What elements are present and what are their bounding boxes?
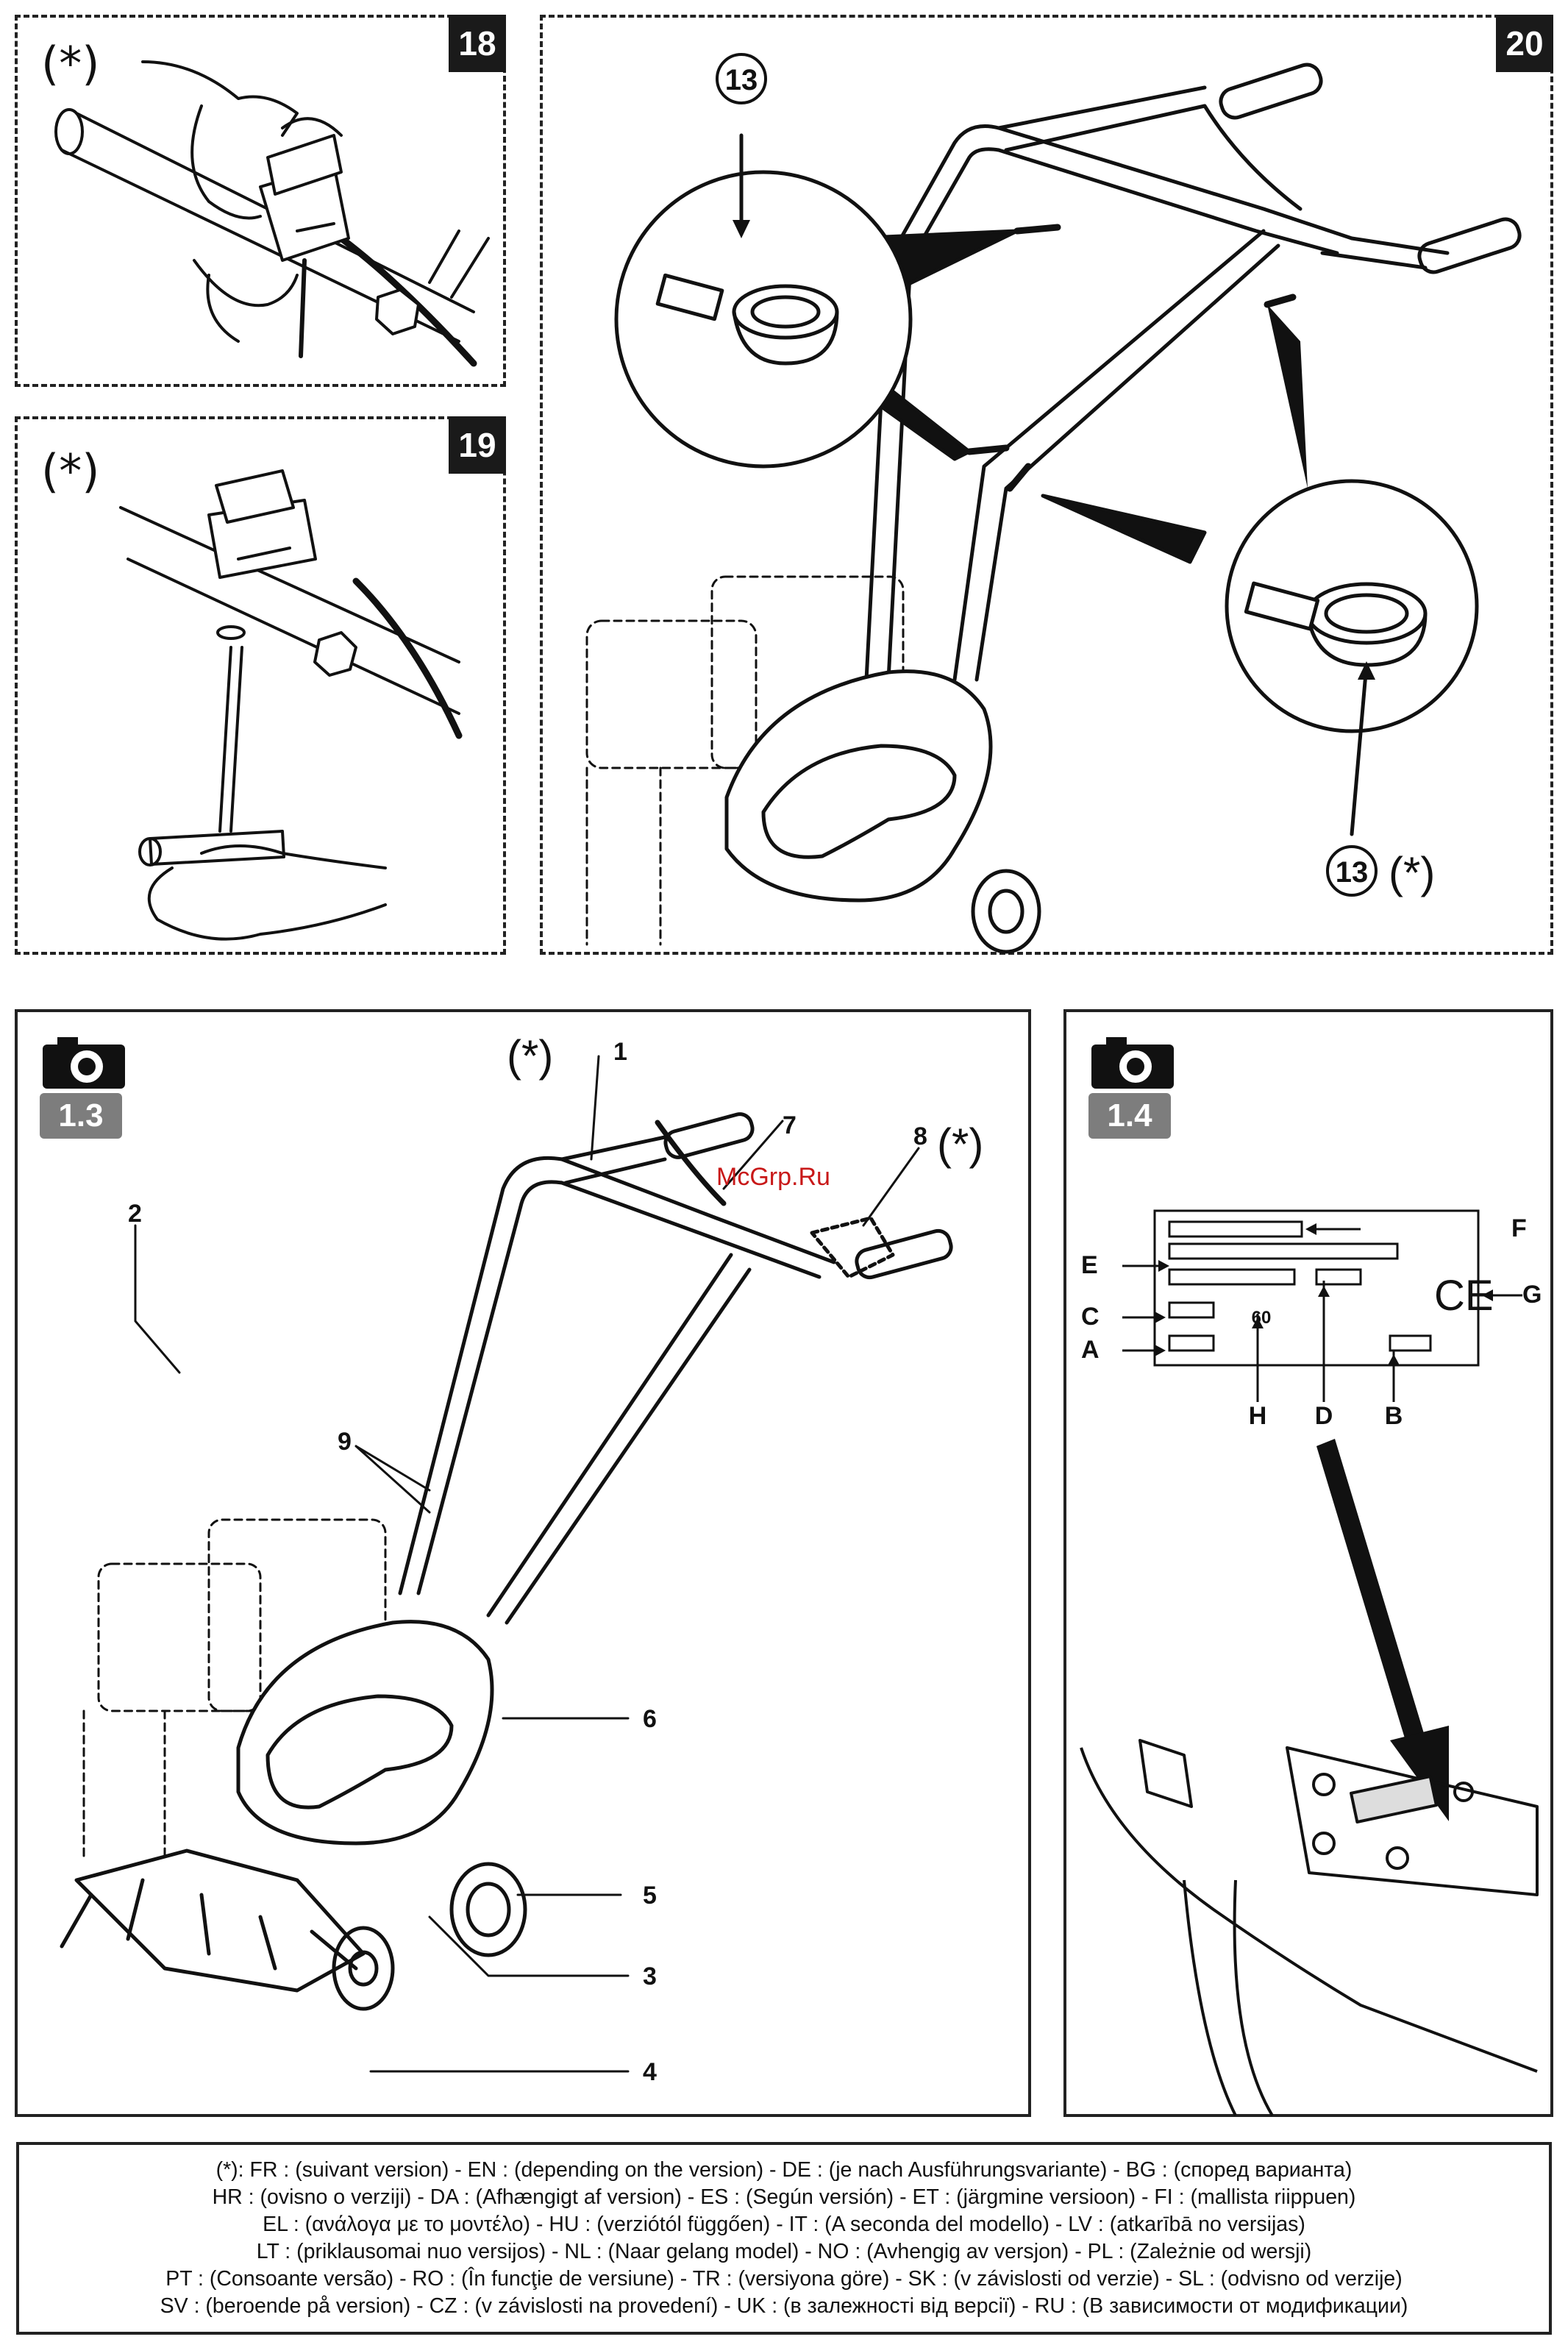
panel-number-19: 19	[449, 416, 506, 474]
hand-icon	[141, 60, 299, 343]
legend-line: LT : (priklausomai nuo versijos) - NL : …	[256, 2240, 1312, 2263]
section-tag-1-4: 1.4	[1088, 1093, 1171, 1139]
plate-label-h: H	[1249, 1402, 1267, 1430]
legend-line: EL : (ανάλογα με το μοντέλο) - HU : (ver…	[263, 2213, 1305, 2236]
panel-number-18: 18	[449, 15, 506, 72]
camera-icon	[1091, 1037, 1174, 1089]
optional-note: (*)	[507, 1031, 553, 1081]
panel-1-4: 1.4 60 CE E C	[1063, 1009, 1553, 2117]
legend-line: PT : (Consoante versão) - RO : (În funcţ…	[165, 2267, 1403, 2291]
panel-18: 18 (*)	[15, 15, 506, 387]
legend-line: (*): FR : (suivant version) - EN : (depe…	[215, 2158, 1353, 2182]
optional-note: (*)	[1389, 848, 1435, 897]
part-label-1: 1	[613, 1038, 627, 1066]
part-label-2: 2	[128, 1200, 142, 1228]
clamp-lever-illustration	[54, 60, 490, 367]
wrench-adjustment-illustration	[119, 469, 463, 941]
wrench-icon	[138, 646, 285, 867]
watermark: McGrp.Ru	[716, 1163, 830, 1191]
rating-plate-diagram: 60 CE E C A F G H D B	[1080, 1209, 1542, 2117]
version-legend: (*): FR : (suivant version) - EN : (depe…	[16, 2142, 1552, 2335]
part-label-7: 7	[783, 1111, 797, 1139]
optional-note: (*)	[937, 1120, 983, 1169]
part-label-9: 9	[338, 1428, 352, 1456]
part-label-8: 8	[913, 1122, 927, 1150]
callout-label-13: 13	[1336, 856, 1369, 889]
part-label-6: 6	[643, 1705, 657, 1733]
panel-20: 20	[540, 15, 1553, 955]
camera-icon	[43, 1037, 125, 1089]
optional-note: (*)	[41, 37, 100, 90]
panel-19: 19 (*)	[15, 416, 506, 955]
ce-mark-icon: CE	[1434, 1272, 1494, 1320]
plate-label-d: D	[1315, 1402, 1333, 1430]
panel-number-20: 20	[1496, 15, 1553, 72]
plate-label-g: G	[1522, 1281, 1542, 1309]
plate-label-e: E	[1081, 1251, 1098, 1279]
legend-line: SV : (beroende på version) - CZ : (v záv…	[160, 2294, 1408, 2318]
part-label-3: 3	[643, 1963, 657, 1990]
tiller-overview-illustration: 1 (*) 7 8 (*) 9 2 6 5 3 4	[60, 1031, 983, 2086]
hand-icon	[147, 844, 387, 941]
plate-value: 60	[1252, 1308, 1272, 1328]
plate-label-c: C	[1081, 1303, 1100, 1331]
part-label-4: 4	[643, 2058, 657, 2086]
optional-note: (*)	[41, 444, 100, 498]
part-label-5: 5	[643, 1882, 657, 1910]
panel-1-3: 1.3	[15, 1009, 1031, 2117]
legend-line: HR : (ovisno o verziji) - DA : (Afhængig…	[212, 2185, 1356, 2209]
cable-tie-icon	[655, 273, 839, 366]
plate-label-b: B	[1385, 1402, 1403, 1430]
plate-label-a: A	[1081, 1336, 1100, 1364]
callout-label-13: 13	[725, 64, 758, 96]
section-tag-1-3: 1.3	[40, 1093, 122, 1139]
cable-tie-routing-illustration: 13 13 (*)	[585, 53, 1522, 954]
plate-label-f: F	[1511, 1214, 1527, 1242]
